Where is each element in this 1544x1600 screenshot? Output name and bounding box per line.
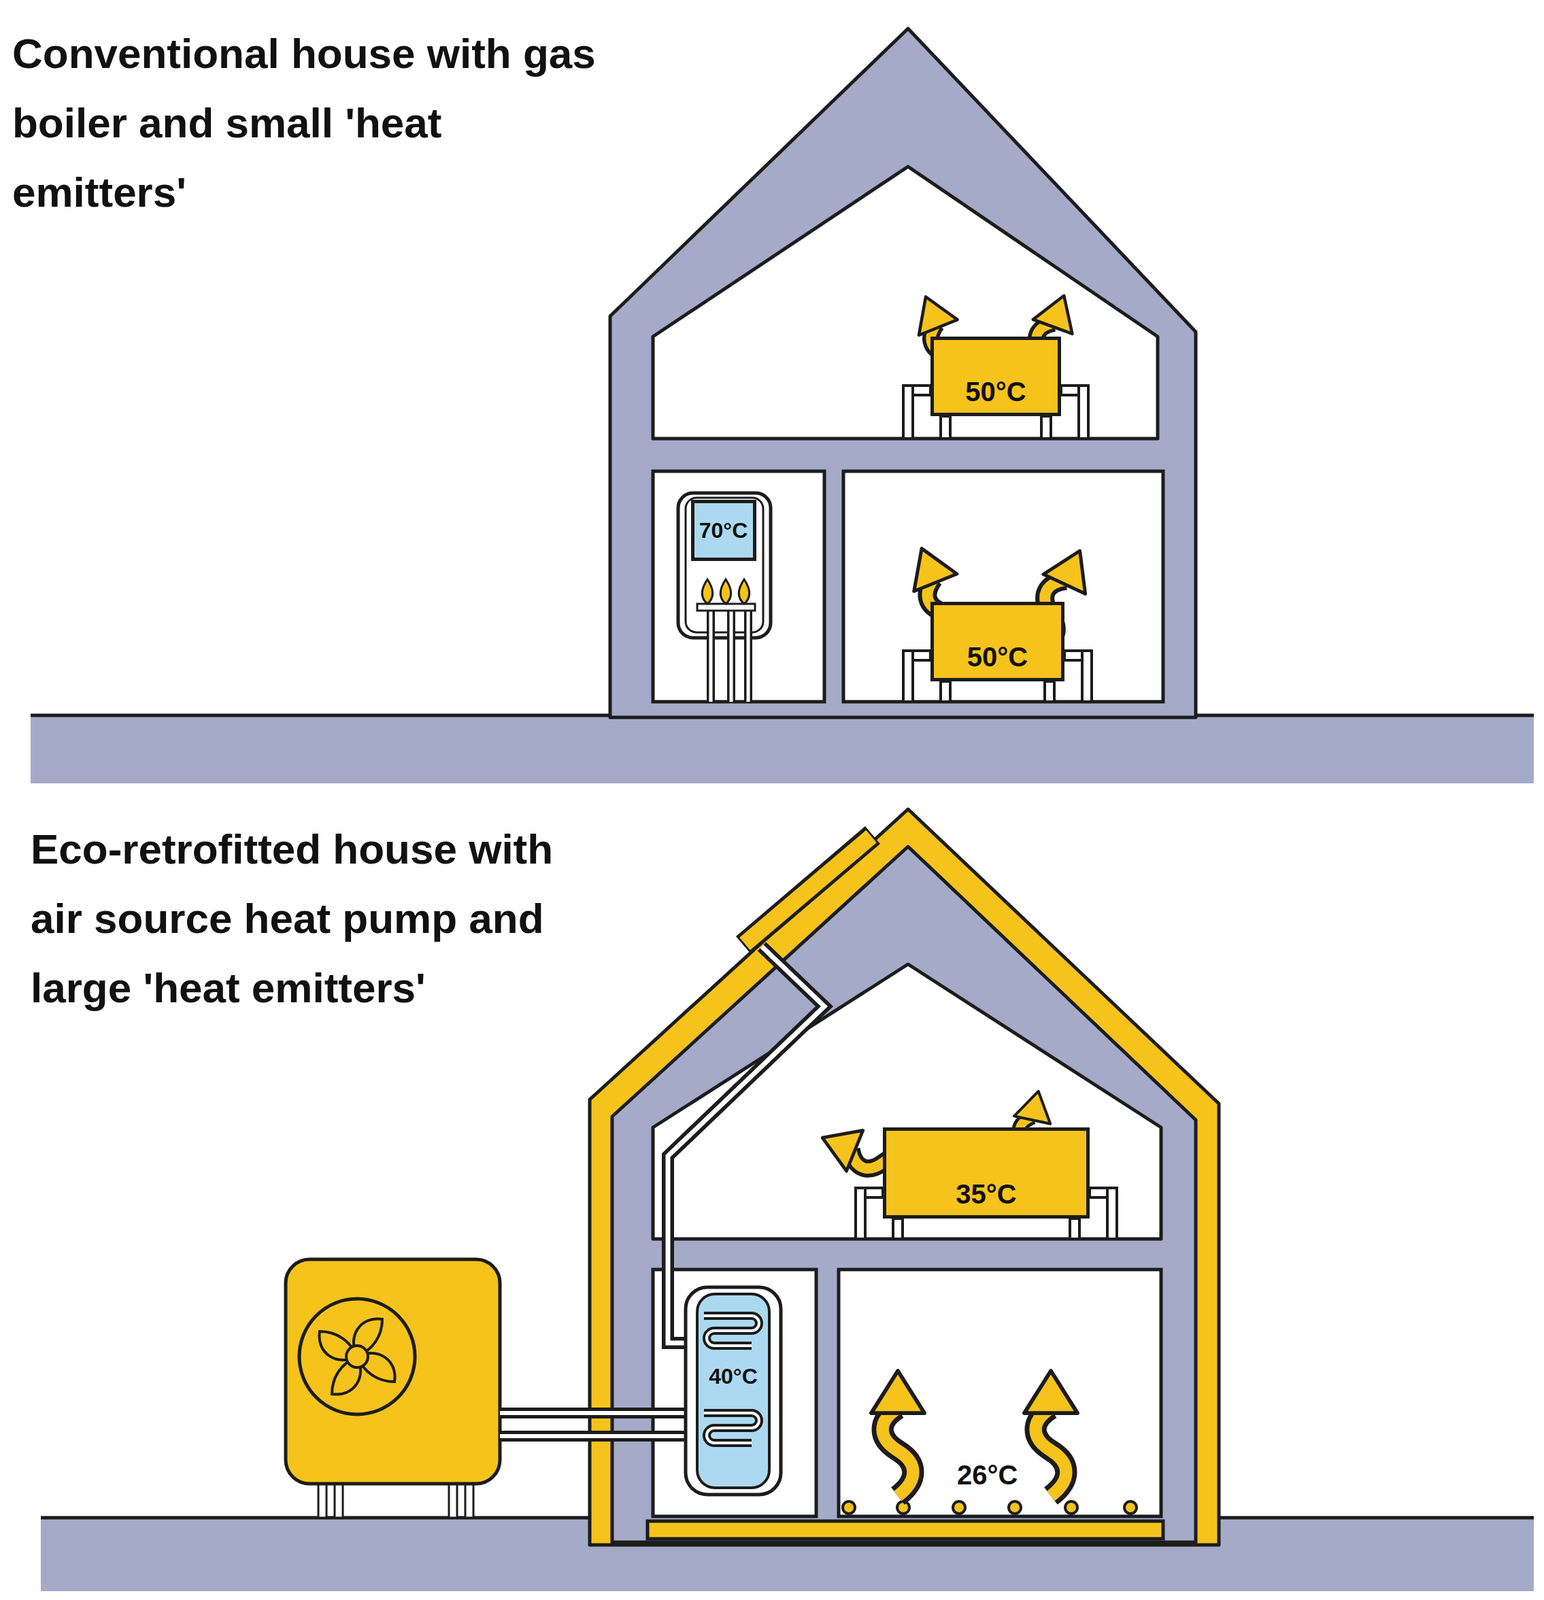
heat-arrow [1024,1371,1078,1497]
hot-water-cylinder [703,1316,760,1347]
gas-boiler [720,579,731,604]
house-section [589,809,1219,1546]
heat-pump [318,1481,327,1519]
house-section [610,28,1196,718]
heat-pump-pipe [499,1413,701,1437]
solar-pipe [667,946,825,1344]
radiator-pipes [903,385,913,439]
heat-pump [465,1481,474,1519]
gas-boiler [678,493,771,702]
underfloor-pipe [1124,1501,1137,1515]
house-section [843,471,1164,702]
radiator-pipes [903,650,913,702]
gas-boiler [738,579,749,604]
ground [40,1518,1534,1592]
solar-panel [743,835,873,946]
house-section [838,1269,1162,1517]
hot-water-cylinder [685,1287,781,1496]
hot-water-cylinder [697,1294,770,1489]
radiator: 50°C [930,601,1065,682]
heat-pump [346,1346,368,1368]
radiator-pipes [1082,650,1092,702]
heat-pump [285,1259,500,1485]
heat-pump [299,1299,415,1415]
ground [30,715,1534,784]
floor-insulation [647,1521,1164,1540]
radiator-pipes [1078,385,1089,439]
house-section [652,1269,817,1517]
solar-pipe [667,946,825,1344]
radiator-pipes [903,385,1092,702]
temperature-value: 35°C [955,1178,1017,1211]
house-section [612,846,1196,1543]
heat-pump-pipe [499,1413,701,1437]
gas-boiler [710,608,749,702]
boiler-panel: 70°C [691,499,757,562]
heading: Conventional house with gas boiler and s… [12,19,611,228]
heat-arrow [871,1371,925,1497]
radiator-pipes [1044,681,1055,702]
temperature-value: 70°C [699,518,749,544]
solar-pipe [667,946,825,1344]
underfloor-pipe [842,1501,855,1515]
radiator-pipes [893,1218,903,1240]
hot-water-cylinder [685,1287,781,1496]
underfloor-pipe [842,1501,1137,1515]
radiator-pipes [1041,416,1051,439]
hot-water-cylinder [703,1413,760,1444]
floor-insulation [647,1521,1164,1540]
hot-water-cylinder [703,1316,760,1347]
house-section [652,471,825,702]
ground [30,715,1534,784]
gas-boiler [710,608,749,702]
house-section [652,166,1158,439]
cylinder-tank: 40°C [697,1294,770,1489]
gas-boiler [678,493,771,639]
radiator: 50°C [930,336,1062,417]
underfloor-pipe [897,1501,910,1515]
radiator: 35°C [882,1127,1090,1219]
radiator-pipes [940,681,951,702]
radiator-pipes [1069,1218,1080,1240]
heading: Eco-retrofitted house with air source he… [30,814,589,1023]
radiator-pipes [855,1188,866,1240]
heat-pump [285,1259,500,1519]
underfloor-pipe [952,1501,966,1515]
temperature-value: 50°C [965,376,1026,408]
temperature-value: 40°C [708,1364,758,1390]
solar-panel [743,835,873,946]
underfloor-pipe [1065,1501,1078,1515]
underfloor-pipe [1008,1501,1021,1515]
hot-water-cylinder [703,1413,760,1444]
radiator-pipes [940,416,951,439]
temperature-value: 50°C [967,641,1028,673]
temperature-label: 26°C [957,1459,1018,1491]
heat-pump [334,1481,343,1519]
gas-boiler [701,579,713,604]
heat-pump-pipe [499,1413,701,1437]
house-section [610,28,1196,718]
heat-pump [448,1481,458,1519]
ground [40,1518,1534,1592]
house-section [589,809,1219,1546]
solar-panel [744,836,872,945]
radiator-pipes [1107,1188,1117,1240]
